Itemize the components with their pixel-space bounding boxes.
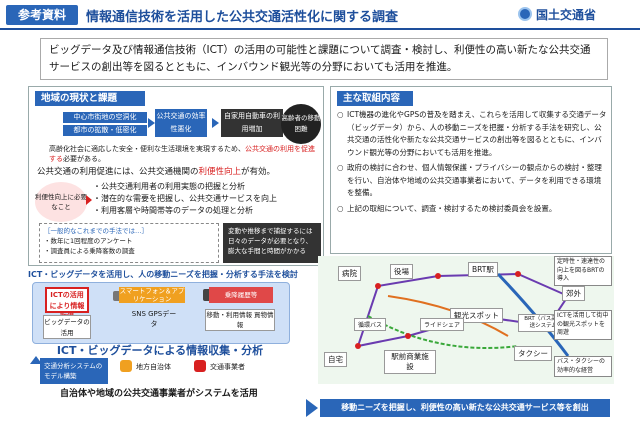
system-usage-line: 自治体や地域の公共交通事業者がシステムを活用 [60,389,258,399]
arrow-up-icon [30,356,42,364]
private-car-box: 自家用自動車の利用増加 [221,109,283,137]
place-minibus: 循環バス [354,318,387,331]
note-tourist: ICTを活用して街中の観光スポットを周遊 [554,310,612,340]
model-system-box: 交通分析システムのモデル構築 [40,358,108,384]
needs-bubble: 利便性向上に必要なこと [35,182,87,222]
transport-map: 病院 役場 BRT駅 郊外 自宅 駅前商業施設 観光スポット BRT（バス高速輸… [318,256,614,384]
issue-note: 高齢化社会に適応した安全・便利な生活環境を実現するため、公共交通の利用を促進する… [49,144,319,164]
place-office: 役場 [390,264,413,279]
initiatives-list: ○ ICT機器の進化やGPSの普及を踏まえ、これらを活用して収集する交通データ（… [337,109,607,218]
operator-icon [194,360,206,372]
outcome-banner: 移動ニーズを把握し、利便性の高い新たな公共交通サービス等を創出 [320,399,610,417]
issue-note-suffix: 必要がある。 [63,155,105,163]
operator-label: 交通事業者 [210,363,245,371]
ict-method-title: ICT・ビッグデータを活用し、人の移動ニーズを把握・分析する手法を検討 [28,270,298,279]
problem-box-2: 都市の拡散・低密化 [63,125,147,136]
current-issues-heading: 地域の現状と課題 [35,91,145,106]
initiative-text: 上記の取組について、調査・検討するため検討委員会を設置。 [347,203,557,213]
route-node [515,271,521,277]
initiative-text: ICT機器の進化やGPSの普及を踏まえ、これらを活用して収集する交通データ（ビッ… [347,110,607,157]
route-node [355,343,361,349]
list-item: ○ ICT機器の進化やGPSの普及を踏まえ、これらを活用して収集する交通データ（… [337,109,607,159]
smartphone-icon [113,291,123,301]
list-item: ・公共交通利用者の利用実態の把握と分析 [93,182,245,191]
ict-diagram-panel: ICTの活用により情報取得 スマートフォン＆アプリケーション 乗降履歴等 ビッグ… [32,282,290,344]
list-item: ・数年に1回程度のアンケート [44,237,133,245]
list-item: ○ 上記の取組について、調査・検討するため検討委員会を設置。 [337,203,607,216]
lead-highlight: 利便性向上 [198,167,242,177]
convenience-lead: 公共交通の利用促進には、公共交通機関の利便性向上が有効。 [37,165,275,177]
bigdata-box: ビッグデータの活用 [43,315,91,339]
place-station-mall: 駅前商業施設 [384,350,436,374]
main-initiatives-heading: 主な取組内容 [337,91,413,106]
limitation-box: 変動や推移まで捕捉するには 日々のデータが必要となり、 膨大な手間と時間がかかる [223,223,321,263]
summary-box: ビッグデータ及び情報通信技術（ICT）の活用の可能性と課題について調査・検討し、… [40,38,608,80]
limitation-line: 膨大な手間と時間がかかる [228,247,306,255]
movement-info-box: 移動・利用情報 買物情報 [205,309,275,331]
list-item: ・利用客層や時間帯等のデータの処理と分析 [93,206,253,215]
main-initiatives-panel: 主な取組内容 ○ ICT機器の進化やGPSの普及を踏まえ、これらを活用して収集す… [330,86,612,254]
lead-suffix: が有効。 [241,167,276,177]
bullet-circle-icon: ○ [337,203,344,213]
arrow-right-icon [212,118,219,128]
ict-info-box: ICTの活用により情報取得 [45,287,89,321]
reference-badge: 参考資料 [6,5,78,25]
bullet-circle-icon: ○ [337,110,344,119]
conventional-method-box: ［一般的なこれまでの手法では…］ ・数年に1回程度のアンケート ・調査員による乗… [39,223,219,263]
list-item: ○ 政府の検討に合わせ、個人情報保護・プライバシーの観点からの検討・整理を行い、… [337,162,607,200]
arrow-right-icon [306,399,318,417]
problem-box-1: 中心市街地の空洞化 [63,112,147,123]
place-home: 自宅 [324,352,347,367]
ministry-name: 国土交通省 [536,8,597,22]
efficiency-box: 公共交通の効率性悪化 [155,109,207,137]
route-node [405,333,411,339]
bullet-circle-icon: ○ [337,163,344,172]
sns-gps-label: SNS GPSデータ [131,310,177,328]
place-rideshare: ライドシェア [420,318,465,331]
arrow-right-icon [148,118,155,128]
place-hospital: 病院 [338,266,361,281]
needs-list: ・公共交通利用者の利用実態の把握と分析 ・潜在的な需要を把握し、公共交通サービス… [93,181,323,217]
route-node [435,273,441,279]
initiative-text: 政府の検討に合わせ、個人情報保護・プライバシーの観点からの検討・整理を行い、自治… [347,163,602,197]
pointer-arrow-icon [86,195,92,205]
conventional-method-title: ［一般的なこれまでの手法では…］ [44,227,148,235]
smartphone-app-box: スマートフォン＆アプリケーション [119,287,185,303]
lead-prefix: 公共交通の利用促進には、公共交通機関の [37,167,199,177]
ministry-logo-icon [518,7,532,21]
limitation-line: 変動や推移まで捕捉するには [228,227,313,235]
note-brt: 定時性・速達性の向上を図るBRTの導入 [554,256,612,286]
municipality-icon [120,360,132,372]
place-suburb: 郊外 [562,286,585,301]
route-node [375,283,381,289]
note-bus-taxi: バス・タクシーの効率的な経営 [554,356,612,377]
elderly-mobility-circle: 高齢者の移動困難 [281,104,321,144]
limitation-line: 日々のデータが必要となり、 [228,237,313,245]
page-header: 参考資料 情報通信技術を活用した公共交通活性化に関する調査 国土交通省 [0,0,640,30]
place-brt-station: BRT駅 [468,262,498,277]
issue-note-highlight: 公共交通の利用を促進する [49,145,315,163]
page-title: 情報通信技術を活用した公共交通活性化に関する調査 [86,10,399,25]
current-issues-panel: 地域の現状と課題 中心市街地の空洞化 都市の拡散・低密化 公共交通の効率性悪化 … [28,86,324,266]
ic-card-icon [203,289,213,301]
issue-note-prefix: 高齢化社会に適応した安全・便利な生活環境を実現するため、 [49,145,245,153]
list-item: ・潜在的な需要を把握し、公共交通サービスを向上 [93,194,277,203]
place-taxi: タクシー [514,346,552,361]
municipality-label: 地方自治体 [136,363,171,371]
ict-banner: ICT・ビッグデータによる情報収集・分析 [56,344,264,357]
boarding-history-box: 乗降履歴等 [209,287,273,303]
list-item: ・調査員による乗降客数の調査 [44,247,135,255]
